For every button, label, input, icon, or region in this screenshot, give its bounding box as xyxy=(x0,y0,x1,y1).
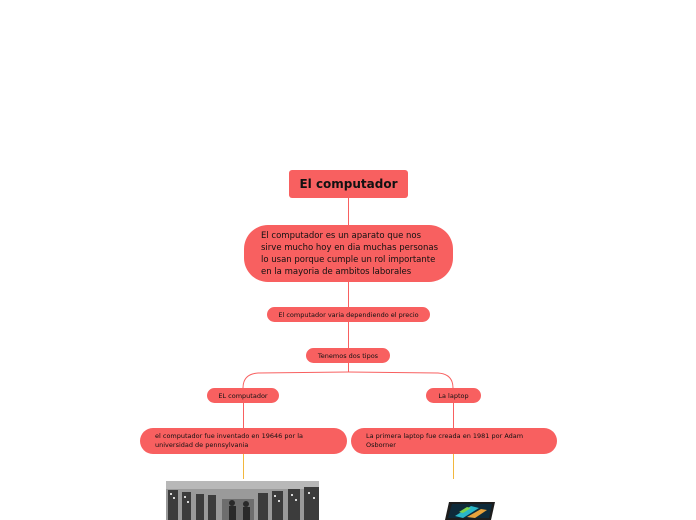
branch-left-detail-text: el computador fue inventado en 19646 por… xyxy=(155,431,303,450)
branch-right-node[interactable]: La laptop xyxy=(426,388,481,403)
connector-desc-price xyxy=(348,282,349,307)
connector-right-detail-image xyxy=(453,454,454,479)
connector-left-label-detail xyxy=(243,403,244,428)
branch-left-node[interactable]: EL computador xyxy=(207,388,279,403)
price-note-label: El computador varia dependiendo el preci… xyxy=(278,310,419,319)
price-note-node[interactable]: El computador varia dependiendo el preci… xyxy=(267,307,430,322)
connector-root-desc xyxy=(348,198,349,225)
branch-right-label: La laptop xyxy=(438,391,469,400)
connector-price-types xyxy=(348,322,349,348)
connector-types-split xyxy=(348,362,349,372)
root-node-label: El computador xyxy=(299,177,398,191)
eniac-photo xyxy=(166,481,319,520)
laptop-photo xyxy=(441,500,497,520)
description-node-text: El computador es un aparato que nos sirv… xyxy=(261,230,439,277)
branch-left-label: EL computador xyxy=(218,391,268,400)
description-node[interactable]: El computador es un aparato que nos sirv… xyxy=(244,225,453,282)
connector-right-label-detail xyxy=(453,403,454,428)
connector-left-detail-image xyxy=(243,454,244,479)
branch-left-detail-node[interactable]: el computador fue inventado en 19646 por… xyxy=(140,428,347,454)
branch-right-detail-text: La primera laptop fue creada en 1981 por… xyxy=(366,431,524,450)
types-label: Tenemos dos tipos xyxy=(317,351,379,360)
types-node[interactable]: Tenemos dos tipos xyxy=(306,348,390,363)
branch-right-detail-node[interactable]: La primera laptop fue creada en 1981 por… xyxy=(351,428,557,454)
root-node[interactable]: El computador xyxy=(289,170,408,198)
